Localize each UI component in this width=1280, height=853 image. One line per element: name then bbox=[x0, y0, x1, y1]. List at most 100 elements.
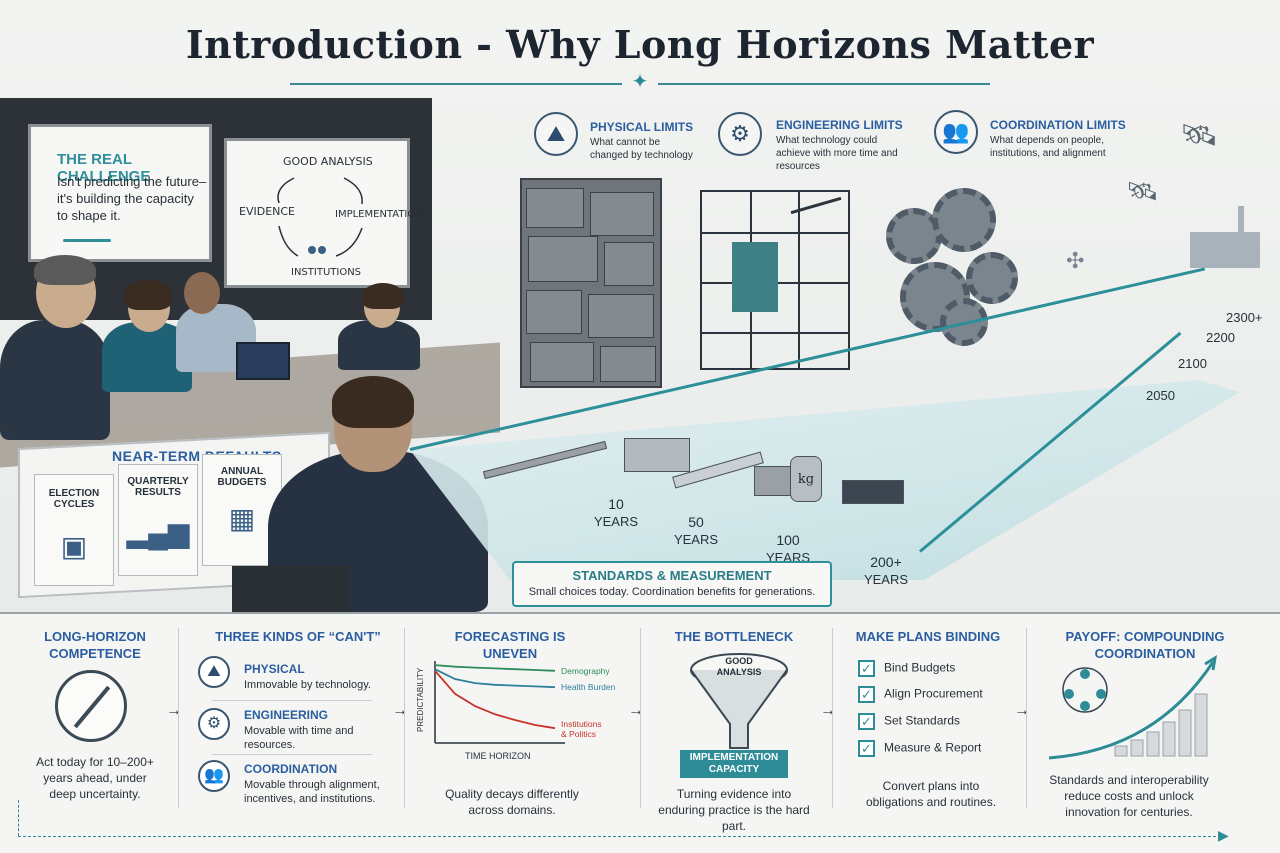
calendar-icon: ▦ bbox=[228, 503, 256, 534]
man-writing-hair bbox=[332, 376, 414, 428]
physical-limits-sub: What cannot be changed by technology bbox=[590, 137, 693, 161]
tangled-gears-illustration bbox=[880, 188, 1020, 358]
kg-label: kg bbox=[797, 472, 815, 487]
person-woman-right bbox=[338, 320, 420, 370]
coordination-limits-title: COORDINATION LIMITS bbox=[990, 118, 1126, 132]
satellite-icon: 🛰 bbox=[1126, 176, 1160, 206]
ballot-box-icon: ▣ bbox=[60, 531, 88, 562]
far-year-2100: 2100 bbox=[1178, 356, 1207, 371]
machine-tank bbox=[732, 242, 778, 312]
competence-text: Act today for 10–200+ years ahead, under… bbox=[36, 755, 154, 801]
real-challenge-title: THE REAL CHALLENGE bbox=[57, 151, 151, 185]
loop-line bbox=[18, 800, 19, 836]
series-line-0 bbox=[434, 664, 556, 672]
physical-limits-title: PHYSICAL LIMITS bbox=[590, 120, 694, 134]
standards-sub: Small choices today. Coordination benefi… bbox=[528, 586, 816, 598]
flow-arrow-icon: → bbox=[820, 702, 836, 719]
year-marker-50: 50 YEARS bbox=[666, 514, 726, 548]
gear bbox=[966, 252, 1018, 304]
binding-item: ✓Bind Budgets bbox=[858, 660, 955, 677]
real-challenge-text: Isn't predicting the future– it's buildi… bbox=[57, 174, 207, 223]
binding-item-label: Bind Budgets bbox=[884, 660, 956, 675]
payoff-text: Standards and interoperability reduce co… bbox=[1049, 773, 1209, 819]
cycle-bottom-label: INSTITUTIONS bbox=[291, 267, 362, 278]
scaffold-bar bbox=[702, 332, 848, 334]
person-man-left bbox=[0, 320, 110, 440]
series-line-2 bbox=[434, 670, 556, 730]
binding-title: MAKE PLANS BINDING bbox=[855, 629, 1001, 644]
binding-item-label: Align Procurement bbox=[884, 686, 983, 701]
year-unit: YEARS bbox=[863, 572, 909, 587]
kind-coordination-title: COORDINATION bbox=[244, 762, 338, 776]
year-unit: YEARS bbox=[673, 532, 719, 547]
weight-block-icon bbox=[754, 466, 792, 496]
engineering-limits-sub: What technology could achieve with more … bbox=[776, 135, 898, 172]
gear bbox=[940, 298, 988, 346]
wind-turbine-icon: ✣ bbox=[1066, 248, 1085, 273]
kind-physical-title: PHYSICAL bbox=[244, 662, 305, 676]
kind-physical-sub: Immovable by technology. bbox=[244, 679, 371, 691]
engineering-limits-title: ENGINEERING LIMITS bbox=[776, 118, 903, 132]
gauge-block-icon bbox=[624, 438, 690, 472]
binding-item: ✓Set Standards bbox=[858, 713, 960, 730]
gear-icon: ⚙ bbox=[718, 112, 762, 156]
stone bbox=[528, 236, 598, 282]
gear-icon: ⚙ bbox=[198, 708, 230, 740]
check-icon: ✓ bbox=[858, 713, 875, 730]
payoff-title: PAYOFF: COMPOUNDING COORDINATION bbox=[1065, 629, 1225, 661]
connector-icon bbox=[842, 480, 904, 504]
person-woman-right-hair bbox=[362, 283, 404, 309]
three-kinds-title: THREE KINDS OF “CAN'T” bbox=[215, 629, 381, 644]
binding-item: ✓Measure & Report bbox=[858, 740, 981, 757]
cycle-board: GOOD ANALYSIS EVIDENCE IMPLEMENTATION IN… bbox=[224, 138, 423, 288]
stone bbox=[526, 290, 582, 334]
binding-text: Convert plans into obligations and routi… bbox=[865, 779, 997, 809]
cycle-right-label: IMPLEMENTATION bbox=[335, 209, 423, 220]
people-icon: 👥 bbox=[198, 760, 230, 792]
near-card-election bbox=[34, 474, 114, 586]
series-label-2: Institutions& Politics bbox=[561, 719, 602, 739]
title-rule-right bbox=[658, 83, 990, 85]
year-value: 50 bbox=[688, 514, 704, 530]
scaffold-bar bbox=[702, 232, 848, 234]
column-divider bbox=[1026, 628, 1027, 808]
growth-curve-icon bbox=[1048, 655, 1218, 760]
year-unit: YEARS bbox=[593, 514, 639, 529]
forecasting-title: FORECASTING IS UNEVEN bbox=[454, 629, 566, 661]
funnel-top-label: GOOD ANALYSIS bbox=[716, 656, 762, 677]
page-title: Introduction - Why Long Horizons Matter bbox=[185, 22, 1095, 67]
stone bbox=[600, 346, 656, 382]
city-tower bbox=[1238, 206, 1244, 266]
stone-wall-illustration bbox=[520, 178, 662, 388]
coordination-limits-sub: What depends on people, institutions, an… bbox=[990, 135, 1106, 159]
mountain-shield-icon: ⛰ bbox=[534, 112, 578, 156]
standards-measurement-box: STANDARDS & MEASUREMENT Small choices to… bbox=[512, 561, 832, 607]
far-year-2300: 2300+ bbox=[1226, 310, 1263, 325]
binding-item: ✓ Align Procurement bbox=[858, 686, 983, 703]
loop-line bbox=[18, 836, 1226, 837]
near-card-budgets-label: ANNUAL BUDGETS bbox=[217, 466, 267, 488]
bottleneck-text: Turning evidence into enduring practice … bbox=[658, 787, 810, 833]
compass-star-icon: ✦ bbox=[631, 71, 649, 93]
series-label-1: Health Burden bbox=[561, 682, 616, 692]
kind-engineering-sub: Movable with time and resources. bbox=[244, 725, 354, 751]
person-man-left-hair bbox=[34, 255, 96, 285]
cycle-left-label: EVIDENCE bbox=[239, 205, 295, 218]
cycle-arrows-icon bbox=[277, 177, 363, 257]
column-divider bbox=[640, 628, 641, 808]
check-icon: ✓ bbox=[858, 686, 875, 703]
year-marker-10: 10 YEARS bbox=[586, 496, 646, 530]
column-divider bbox=[832, 628, 833, 808]
scaffold-bar bbox=[798, 192, 800, 368]
y-axis-label: PREDICTABILITY bbox=[416, 667, 425, 732]
real-challenge-board: THE REAL CHALLENGE Isn't predicting the … bbox=[28, 124, 212, 262]
title-rule-left bbox=[290, 83, 622, 85]
column-divider bbox=[178, 628, 179, 808]
kind-divider bbox=[212, 700, 372, 701]
kind-divider bbox=[212, 754, 372, 755]
mountain-shield-icon: ⛰ bbox=[198, 656, 230, 688]
chair bbox=[232, 566, 350, 612]
year-value: 10 bbox=[608, 496, 624, 512]
